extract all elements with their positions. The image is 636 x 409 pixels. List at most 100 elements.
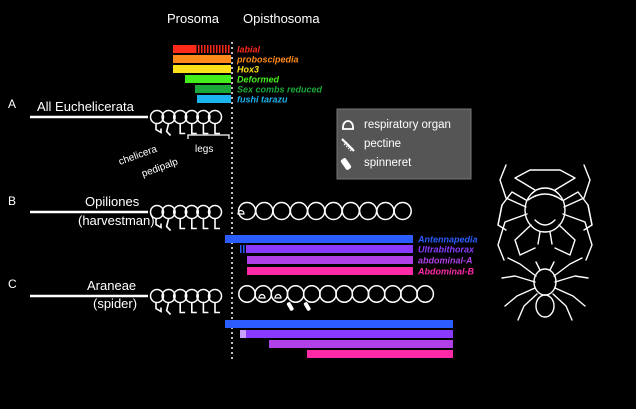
chelicera-appendage	[155, 302, 162, 313]
opisthosoma-segment	[367, 285, 386, 303]
pedipalp-appendage	[165, 123, 172, 137]
row-a: A All Euchelicerata chelicera pedipalp l…	[8, 97, 230, 180]
legs-bracket	[187, 134, 230, 139]
prosoma-header: Prosoma	[167, 11, 220, 26]
prosoma-bar-1	[173, 45, 195, 53]
legend: respiratory organ pectine spinneret	[336, 108, 472, 180]
opisthosoma-gene-label-3: abdominal-A	[418, 256, 473, 266]
leg-appendage	[214, 302, 220, 314]
spider-bar-hatch-2	[240, 330, 246, 338]
spider-bar-1	[225, 320, 453, 328]
opisthosoma-gene-label-1: Antennapedia	[417, 235, 478, 245]
row-b-taxon: Opiliones	[85, 194, 140, 209]
opisthosoma-segment	[255, 201, 274, 221]
leg-appendage	[191, 123, 197, 135]
opilion-bar-1	[225, 235, 413, 243]
prosoma-segment	[149, 109, 165, 125]
prosoma-bar-3	[173, 65, 231, 73]
spider-bar-2	[246, 330, 453, 338]
opilion-hox-bars: AntennapediaUltrabithoraxabdominal-AAbdo…	[225, 235, 478, 277]
prosoma-bar-2	[173, 55, 231, 63]
leg-appendage	[191, 302, 197, 314]
prosoma-bar-6	[197, 95, 231, 103]
leg-appendage	[214, 218, 220, 230]
leg-appendage	[202, 302, 209, 314]
spinneret-marker	[303, 302, 311, 311]
row-b-common-name: (harvestman)	[78, 213, 155, 228]
pedipalp-appendage	[165, 302, 172, 316]
row-c: C Araneae (spider)	[8, 277, 435, 316]
opisthosoma-segment	[341, 201, 361, 221]
row-b: B Opiliones (harvestman)	[8, 194, 412, 232]
opisthosoma-gene-label-2: Ultrabithorax	[418, 245, 475, 255]
prosoma-bar-hatch-1	[195, 45, 231, 53]
row-c-common-name: (spider)	[93, 296, 137, 311]
spider-illustration	[501, 257, 589, 321]
prosoma-gene-label-3: Hox3	[237, 65, 259, 75]
spider-hox-bars	[225, 320, 453, 358]
respiratory-organ-marker	[237, 209, 245, 215]
legs-label: legs	[195, 144, 213, 155]
opisthosoma-gene-label-4: Abdominal-B	[417, 267, 474, 277]
opisthosoma-segment	[238, 285, 256, 303]
opisthosoma-segment	[254, 285, 273, 303]
legend-respiratory-label: respiratory organ	[364, 119, 451, 131]
opisthosoma-segment	[306, 201, 326, 221]
opisthosoma-segment	[351, 285, 370, 303]
opisthosoma-segment	[319, 285, 337, 303]
pedipalp-label: pedipalp	[140, 156, 180, 179]
leg-appendage	[179, 218, 186, 230]
prosoma-segment	[149, 204, 165, 220]
opisthosoma-segment	[358, 201, 378, 221]
chelicera-appendage	[155, 123, 162, 134]
row-b-segments	[149, 201, 412, 232]
harvestman-illustration	[497, 164, 593, 261]
opilion-bar-2	[246, 245, 413, 253]
legend-spinneret-label: spinneret	[364, 157, 412, 169]
opisthosoma-segment	[393, 201, 412, 221]
prosoma-gene-label-2: proboscipedia	[236, 55, 299, 65]
opisthosoma-segment	[286, 285, 305, 303]
respiratory-organ-marker	[258, 293, 266, 299]
leg-appendage	[202, 123, 209, 135]
leg-appendage	[179, 123, 186, 135]
opisthosoma-segment	[272, 201, 291, 221]
legend-pectine-label: pectine	[364, 138, 401, 150]
leg-appendage	[214, 123, 220, 135]
opisthosoma-segment	[324, 201, 343, 221]
leg-appendage	[202, 218, 209, 230]
row-a-segments	[149, 109, 223, 137]
respiratory-organ-marker	[274, 293, 282, 299]
prosoma-bar-5	[195, 85, 231, 93]
opisthosoma-segment	[335, 285, 354, 303]
pectine-icon	[341, 138, 355, 152]
opisthosoma-segment	[383, 285, 402, 303]
opisthosoma-segment	[416, 285, 435, 303]
row-c-letter: C	[8, 277, 17, 291]
row-c-taxon: Araneae	[87, 278, 136, 293]
prosoma-gene-label-5: Sex combs reduced	[237, 85, 323, 95]
prosoma-gene-label-6: fushi tarazu	[237, 95, 288, 105]
opisthosoma-header: Opisthosoma	[243, 11, 320, 26]
legend-box	[336, 108, 472, 180]
prosoma-gene-label-4: Deformed	[237, 75, 280, 85]
opisthosoma-segment	[400, 285, 418, 303]
spinneret-icon	[340, 158, 352, 170]
row-a-taxon: All Euchelicerata	[37, 99, 135, 114]
row-a-letter: A	[8, 97, 16, 111]
prosoma-segment	[149, 288, 165, 304]
opilion-bar-hatch-2	[240, 245, 246, 253]
chelicera-appendage	[155, 218, 162, 229]
prosoma-gene-label-1: labial	[237, 45, 261, 55]
spider-bar-3	[269, 340, 453, 348]
leg-appendage	[191, 218, 197, 230]
opilion-bar-3	[247, 256, 413, 264]
opilion-bar-4	[247, 267, 413, 275]
spider-bar-4	[307, 350, 453, 358]
prosoma-bar-4	[185, 75, 231, 83]
opisthosoma-segment	[289, 201, 309, 221]
opisthosoma-segment	[270, 285, 289, 303]
leg-appendage	[179, 302, 186, 314]
